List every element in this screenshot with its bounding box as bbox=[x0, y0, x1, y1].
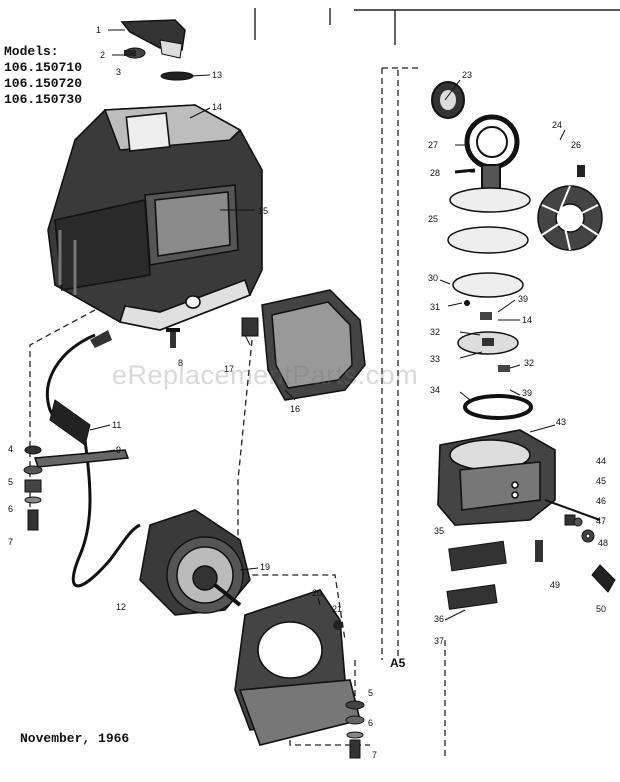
callout-43: 43 bbox=[556, 417, 566, 427]
callout-21: 21 bbox=[332, 604, 342, 614]
callout-30: 30 bbox=[428, 273, 438, 283]
callout-37: 37 bbox=[434, 636, 444, 646]
pin-part-31 bbox=[464, 300, 470, 306]
models-label: Models: bbox=[4, 44, 59, 59]
plate-part-26 bbox=[449, 187, 531, 213]
plate-part-36 bbox=[446, 584, 498, 610]
callout-9: 9 bbox=[116, 445, 121, 455]
callout-39-bottom: 39 bbox=[522, 388, 532, 398]
screw-part-8 bbox=[166, 328, 180, 348]
callout-45: 45 bbox=[596, 476, 606, 486]
model-number: 106.150710 bbox=[4, 60, 83, 75]
callout-33: 33 bbox=[430, 354, 440, 364]
mount-part bbox=[234, 589, 361, 746]
callout-39-top: 39 bbox=[518, 294, 528, 304]
callout-13: 13 bbox=[212, 70, 222, 80]
callout-27: 27 bbox=[428, 140, 438, 150]
callout-2: 2 bbox=[100, 50, 105, 60]
motor-part bbox=[139, 509, 251, 616]
disc-part-29 bbox=[447, 226, 529, 254]
callout-50: 50 bbox=[596, 604, 606, 614]
callout-17: 17 bbox=[224, 364, 234, 374]
watermark-text: eReplacementParts.com bbox=[112, 360, 419, 390]
callout-44: 44 bbox=[596, 456, 606, 466]
callout-7-left: 7 bbox=[8, 537, 13, 547]
callout-32-top: 32 bbox=[430, 327, 440, 337]
screw-part-25 bbox=[577, 165, 585, 177]
callout-11: 11 bbox=[112, 420, 121, 430]
callout-36: 36 bbox=[434, 614, 444, 624]
callout-6-bottom: 6 bbox=[368, 718, 373, 728]
callout-4: 4 bbox=[8, 444, 13, 454]
hood-part bbox=[47, 104, 263, 331]
assembly-label: A5 bbox=[390, 656, 406, 670]
callout-20: 20 bbox=[312, 588, 322, 598]
callout-25: 25 bbox=[428, 214, 438, 224]
models-block: Models: 106.150710 106.150720 106.150730 bbox=[4, 44, 82, 108]
callout-14-right: 14 bbox=[522, 315, 532, 325]
gasket-part bbox=[160, 71, 194, 81]
callout-34: 34 bbox=[430, 385, 440, 395]
housing-part-43 bbox=[437, 429, 556, 526]
callout-3: 3 bbox=[116, 67, 121, 77]
clip-part-32a bbox=[480, 312, 492, 320]
callout-6-left: 6 bbox=[8, 504, 13, 514]
callout-14: 14 bbox=[212, 102, 222, 112]
callout-32-bottom: 32 bbox=[524, 358, 534, 368]
callout-46: 46 bbox=[596, 496, 606, 506]
callout-19: 19 bbox=[260, 562, 270, 572]
bracket-part-9 bbox=[33, 449, 130, 468]
clip-part-32b bbox=[498, 365, 510, 372]
bearing-center bbox=[440, 90, 456, 110]
filter-part bbox=[261, 289, 366, 401]
hardware-stack-right bbox=[544, 499, 601, 543]
callout-1: 1 bbox=[96, 25, 101, 35]
callout-5-bottom: 5 bbox=[368, 688, 373, 698]
plug-part bbox=[90, 330, 112, 348]
screw-part-49 bbox=[535, 540, 543, 562]
callout-23: 23 bbox=[462, 70, 472, 80]
callout-7-bottom: 7 bbox=[372, 750, 377, 760]
callout-26: 26 bbox=[571, 140, 581, 150]
callout-35: 35 bbox=[434, 526, 444, 536]
callout-5-left: 5 bbox=[8, 477, 13, 487]
callout-15: 15 bbox=[258, 206, 268, 216]
dashed-guide bbox=[29, 309, 96, 520]
callout-31: 31 bbox=[430, 302, 440, 312]
washer-part-21 bbox=[333, 620, 343, 630]
callout-16: 16 bbox=[290, 404, 300, 414]
model-number: 106.150730 bbox=[4, 92, 83, 107]
hardware-stack-bottom bbox=[345, 700, 365, 759]
plate-part-33-center bbox=[482, 338, 494, 346]
hardware-stack-left bbox=[23, 445, 43, 531]
callout-28: 28 bbox=[430, 168, 440, 178]
callout-49: 49 bbox=[550, 580, 560, 590]
screw-part bbox=[124, 47, 146, 59]
handle-part bbox=[120, 19, 186, 59]
publication-date: November, 1966 bbox=[20, 731, 130, 746]
disc-part-30 bbox=[452, 272, 524, 298]
knob-part-50 bbox=[591, 564, 616, 593]
callout-47: 47 bbox=[596, 516, 606, 526]
switch-part bbox=[49, 399, 91, 446]
callout-8: 8 bbox=[178, 358, 183, 368]
fan-part-24 bbox=[537, 185, 603, 251]
callout-12: 12 bbox=[116, 602, 126, 612]
callout-48: 48 bbox=[598, 538, 608, 548]
callout-24-fan: 24 bbox=[552, 120, 562, 130]
screw-part-28 bbox=[454, 168, 476, 174]
housing-part-27 bbox=[464, 114, 520, 194]
gasket-part-34 bbox=[463, 394, 533, 420]
model-number: 106.150720 bbox=[4, 76, 83, 91]
filter-part-35 bbox=[448, 540, 507, 572]
nut-part-17 bbox=[241, 317, 259, 337]
